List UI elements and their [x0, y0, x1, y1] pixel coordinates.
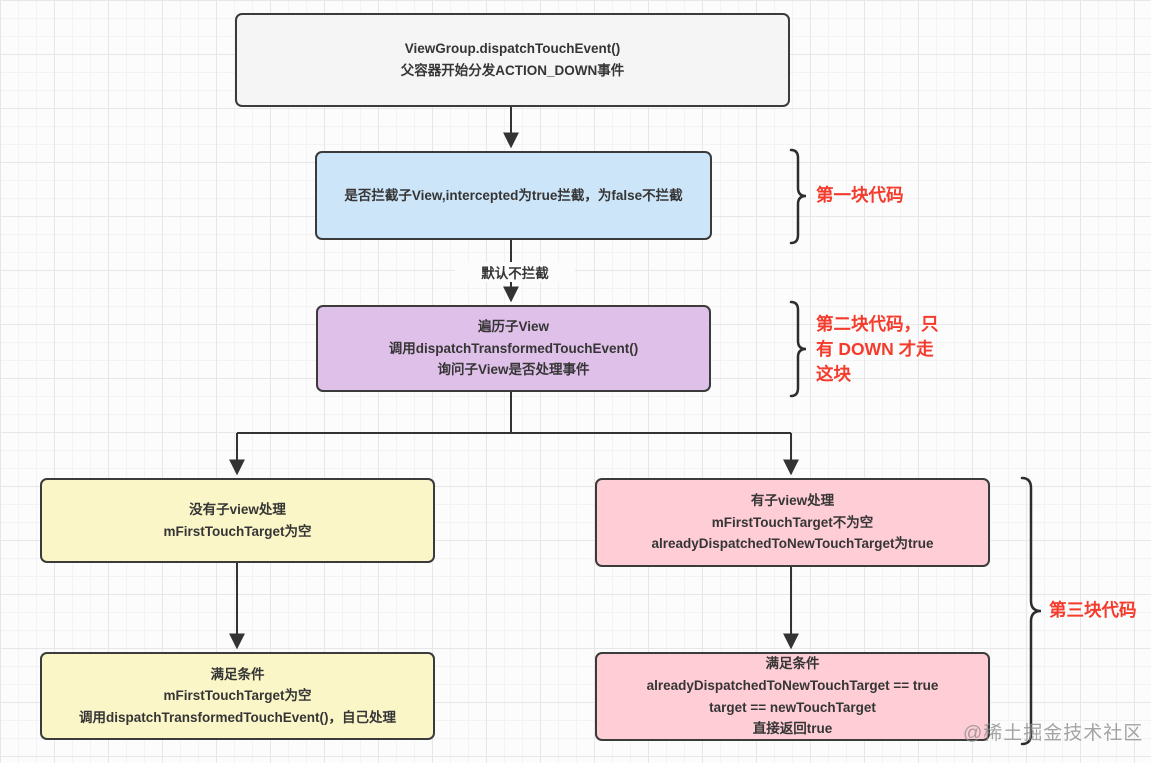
- annotation-line: 第三块代码: [1049, 600, 1137, 620]
- annotation-block-2: 第二块代码，只 有 DOWN 才走 这块: [816, 312, 939, 387]
- node-text-line: alreadyDispatchedToNewTouchTarget为true: [651, 536, 934, 552]
- flow-node-return-true: 满足条件 alreadyDispatchedToNewTouchTarget =…: [595, 652, 990, 741]
- node-text-line: 调用dispatchTransformedTouchEvent()，自己处理: [78, 709, 397, 725]
- annotation-line: 第一块代码: [816, 185, 904, 205]
- node-text-line: mFirstTouchTarget不为空: [711, 514, 874, 530]
- brace-block-2: [789, 300, 807, 398]
- flow-node-dispatch-root: ViewGroup.dispatchTouchEvent() 父容器开始分发AC…: [235, 13, 790, 107]
- edge-label-default-no-intercept: 默认不拦截: [455, 262, 575, 282]
- annotation-block-3: 第三块代码: [1049, 598, 1137, 623]
- node-text-line: ViewGroup.dispatchTouchEvent(): [404, 41, 621, 57]
- node-text-line: 满足条件: [765, 656, 820, 672]
- watermark-juejin: @稀土掘金技术社区: [963, 723, 1144, 744]
- node-text-line: 满足条件: [210, 666, 265, 682]
- annotation-line: 第二块代码，只: [816, 314, 939, 334]
- node-text-line: mFirstTouchTarget为空: [163, 688, 312, 704]
- flow-node-intercept-check: 是否拦截子View,intercepted为true拦截，为false不拦截: [315, 151, 712, 240]
- flow-node-self-handle: 满足条件 mFirstTouchTarget为空 调用dispatchTrans…: [40, 652, 435, 740]
- node-text-line: 询问子View是否处理事件: [437, 362, 590, 378]
- brace-block-3: [1020, 476, 1042, 746]
- brace-block-1: [789, 148, 807, 245]
- annotation-block-1: 第一块代码: [816, 183, 904, 208]
- annotation-line: 这块: [816, 364, 851, 384]
- annotation-line: 有 DOWN 才走: [816, 339, 934, 359]
- flow-node-no-child-handle: 没有子view处理 mFirstTouchTarget为空: [40, 478, 435, 563]
- node-text-line: 是否拦截子View,intercepted为true拦截，为false不拦截: [344, 187, 683, 203]
- node-text-line: 调用dispatchTransformedTouchEvent(): [388, 340, 639, 356]
- node-text-line: 遍历子View: [477, 319, 550, 335]
- node-text-line: target == newTouchTarget: [709, 699, 876, 715]
- node-text-line: 有子view处理: [750, 493, 835, 509]
- flow-node-child-handle: 有子view处理 mFirstTouchTarget不为空 alreadyDis…: [595, 478, 990, 567]
- flow-node-traverse-children: 遍历子View 调用dispatchTransformedTouchEvent(…: [316, 305, 711, 392]
- node-text-line: mFirstTouchTarget为空: [163, 523, 312, 539]
- node-text-line: 直接返回true: [752, 721, 833, 737]
- node-text-line: alreadyDispatchedToNewTouchTarget == tru…: [646, 677, 939, 693]
- node-text-line: 父容器开始分发ACTION_DOWN事件: [400, 63, 625, 78]
- node-text-line: 没有子view处理: [189, 501, 286, 517]
